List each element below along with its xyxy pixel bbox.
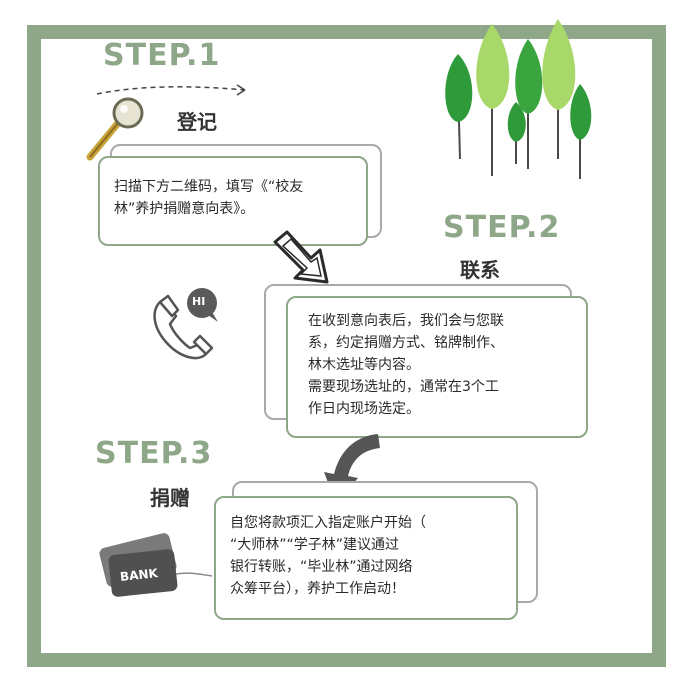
step2-text-line: 林木选址等内容。 [308,357,420,373]
step2-subtitle: 联系 [460,258,500,282]
step1-title: STEP.1 [103,38,221,73]
step2-text-line: 需要现场选址的，通常在3个工 [308,379,499,395]
step3-text-line: 众筹平台），养护工作启动！ [230,581,405,597]
step3-text-line: “大师林”“学子林”建议通过 [230,537,400,553]
speech-bubble-icon [187,288,218,322]
step1-text-line: 林”养护捐赠意向表》。 [114,201,255,217]
step3-subtitle: 捐赠 [150,486,190,510]
dashed-curve-decoration [96,84,246,96]
step2-card: 在收到意向表后，我们会与您联 系，约定捐赠方式、铭牌制作、 林木选址等内容。 需… [286,296,588,438]
magnifier-icon [86,97,144,161]
bank-card-icon [99,533,213,597]
step3-title: STEP.3 [95,436,213,471]
step1-text-line: 扫描下方二维码，填写《“校友 [114,179,304,195]
step1-card: 扫描下方二维码，填写《“校友 林”养护捐赠意向表》。 [98,156,368,246]
step2-text-line: 作日内现场选定。 [308,401,420,417]
step1-subtitle: 登记 [177,110,217,134]
step3-card: 自您将款项汇入指定账户开始（ “大师林”“学子林”建议通过 银行转账，“毕业林”… [214,496,518,620]
step2-title: STEP.2 [443,210,561,245]
speech-bubble-text: HI [192,295,206,308]
step3-text-line: 银行转账，“毕业林”通过网络 [230,559,413,575]
trees-illustration [445,19,592,179]
step2-text-line: 在收到意向表后，我们会与您联 [308,313,504,329]
step3-text-line: 自您将款项汇入指定账户开始（ [230,515,426,531]
step2-text-line: 系，约定捐赠方式、铭牌制作、 [308,335,504,351]
arrow-down-right-outline-icon [273,230,329,284]
phone-icon [153,294,214,360]
